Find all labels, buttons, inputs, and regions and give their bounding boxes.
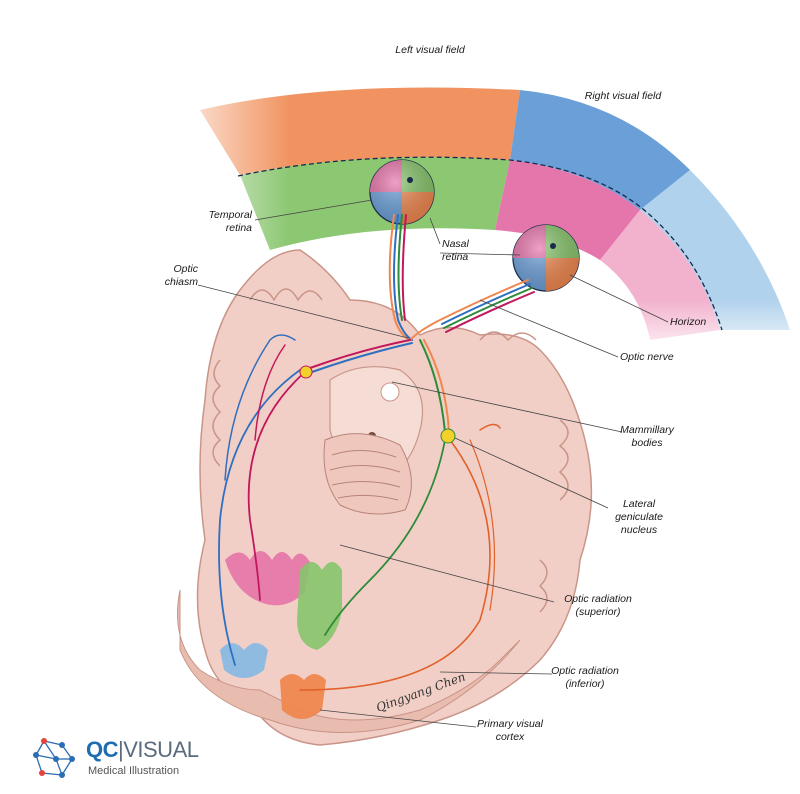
label-left-visual-field: Left visual field [395, 44, 465, 56]
lgn-right [440, 428, 456, 444]
visual-field-arc [150, 70, 800, 360]
leader-lines [197, 199, 669, 728]
optic-tracts [218, 214, 535, 691]
mammillary-bodies [380, 382, 400, 402]
field-upper-right-blue [510, 90, 690, 210]
cerebellum [323, 433, 412, 515]
label-lateral-geniculate-nucleus: Lateral geniculate nucleus [615, 498, 663, 536]
network-icon [33, 738, 75, 778]
label-horizon: Horizon [670, 316, 707, 328]
label-optic-chiasm: Optic chiasm [164, 263, 198, 288]
label-optic-radiation-inferior: Optic radiation (inferior) [551, 665, 619, 690]
lower-slice [177, 589, 521, 733]
label-optic-nerve: Optic nerve [620, 351, 674, 363]
label-temporal-retina: Temporal retina [208, 209, 252, 234]
label-right-visual-field: Right visual field [584, 90, 662, 102]
cortex-pink [225, 551, 310, 606]
cortex-green [297, 562, 342, 650]
label-nasal-retina: Nasal retina [442, 238, 469, 263]
logo-tagline: Medical Illustration [88, 765, 180, 777]
right-eye [512, 224, 580, 292]
qc-visual-logo: QC|VISUAL Medical Illustration [32, 735, 202, 785]
left-eye [369, 159, 435, 225]
label-primary-visual-cortex: Primary visual cortex [477, 718, 543, 743]
logo-brand: QC|VISUAL [86, 737, 199, 762]
field-lower-right-pink [495, 160, 640, 260]
cortex-orange [280, 674, 326, 719]
field-upper-right-lightblue [640, 170, 790, 330]
lateral-geniculate-nuclei [299, 365, 456, 444]
label-mammillary-bodies: Mammillary bodies [620, 424, 674, 449]
lgn-left [299, 365, 313, 379]
horizon-line [237, 156, 723, 331]
label-optic-radiation-superior: Optic radiation (superior) [564, 593, 632, 618]
